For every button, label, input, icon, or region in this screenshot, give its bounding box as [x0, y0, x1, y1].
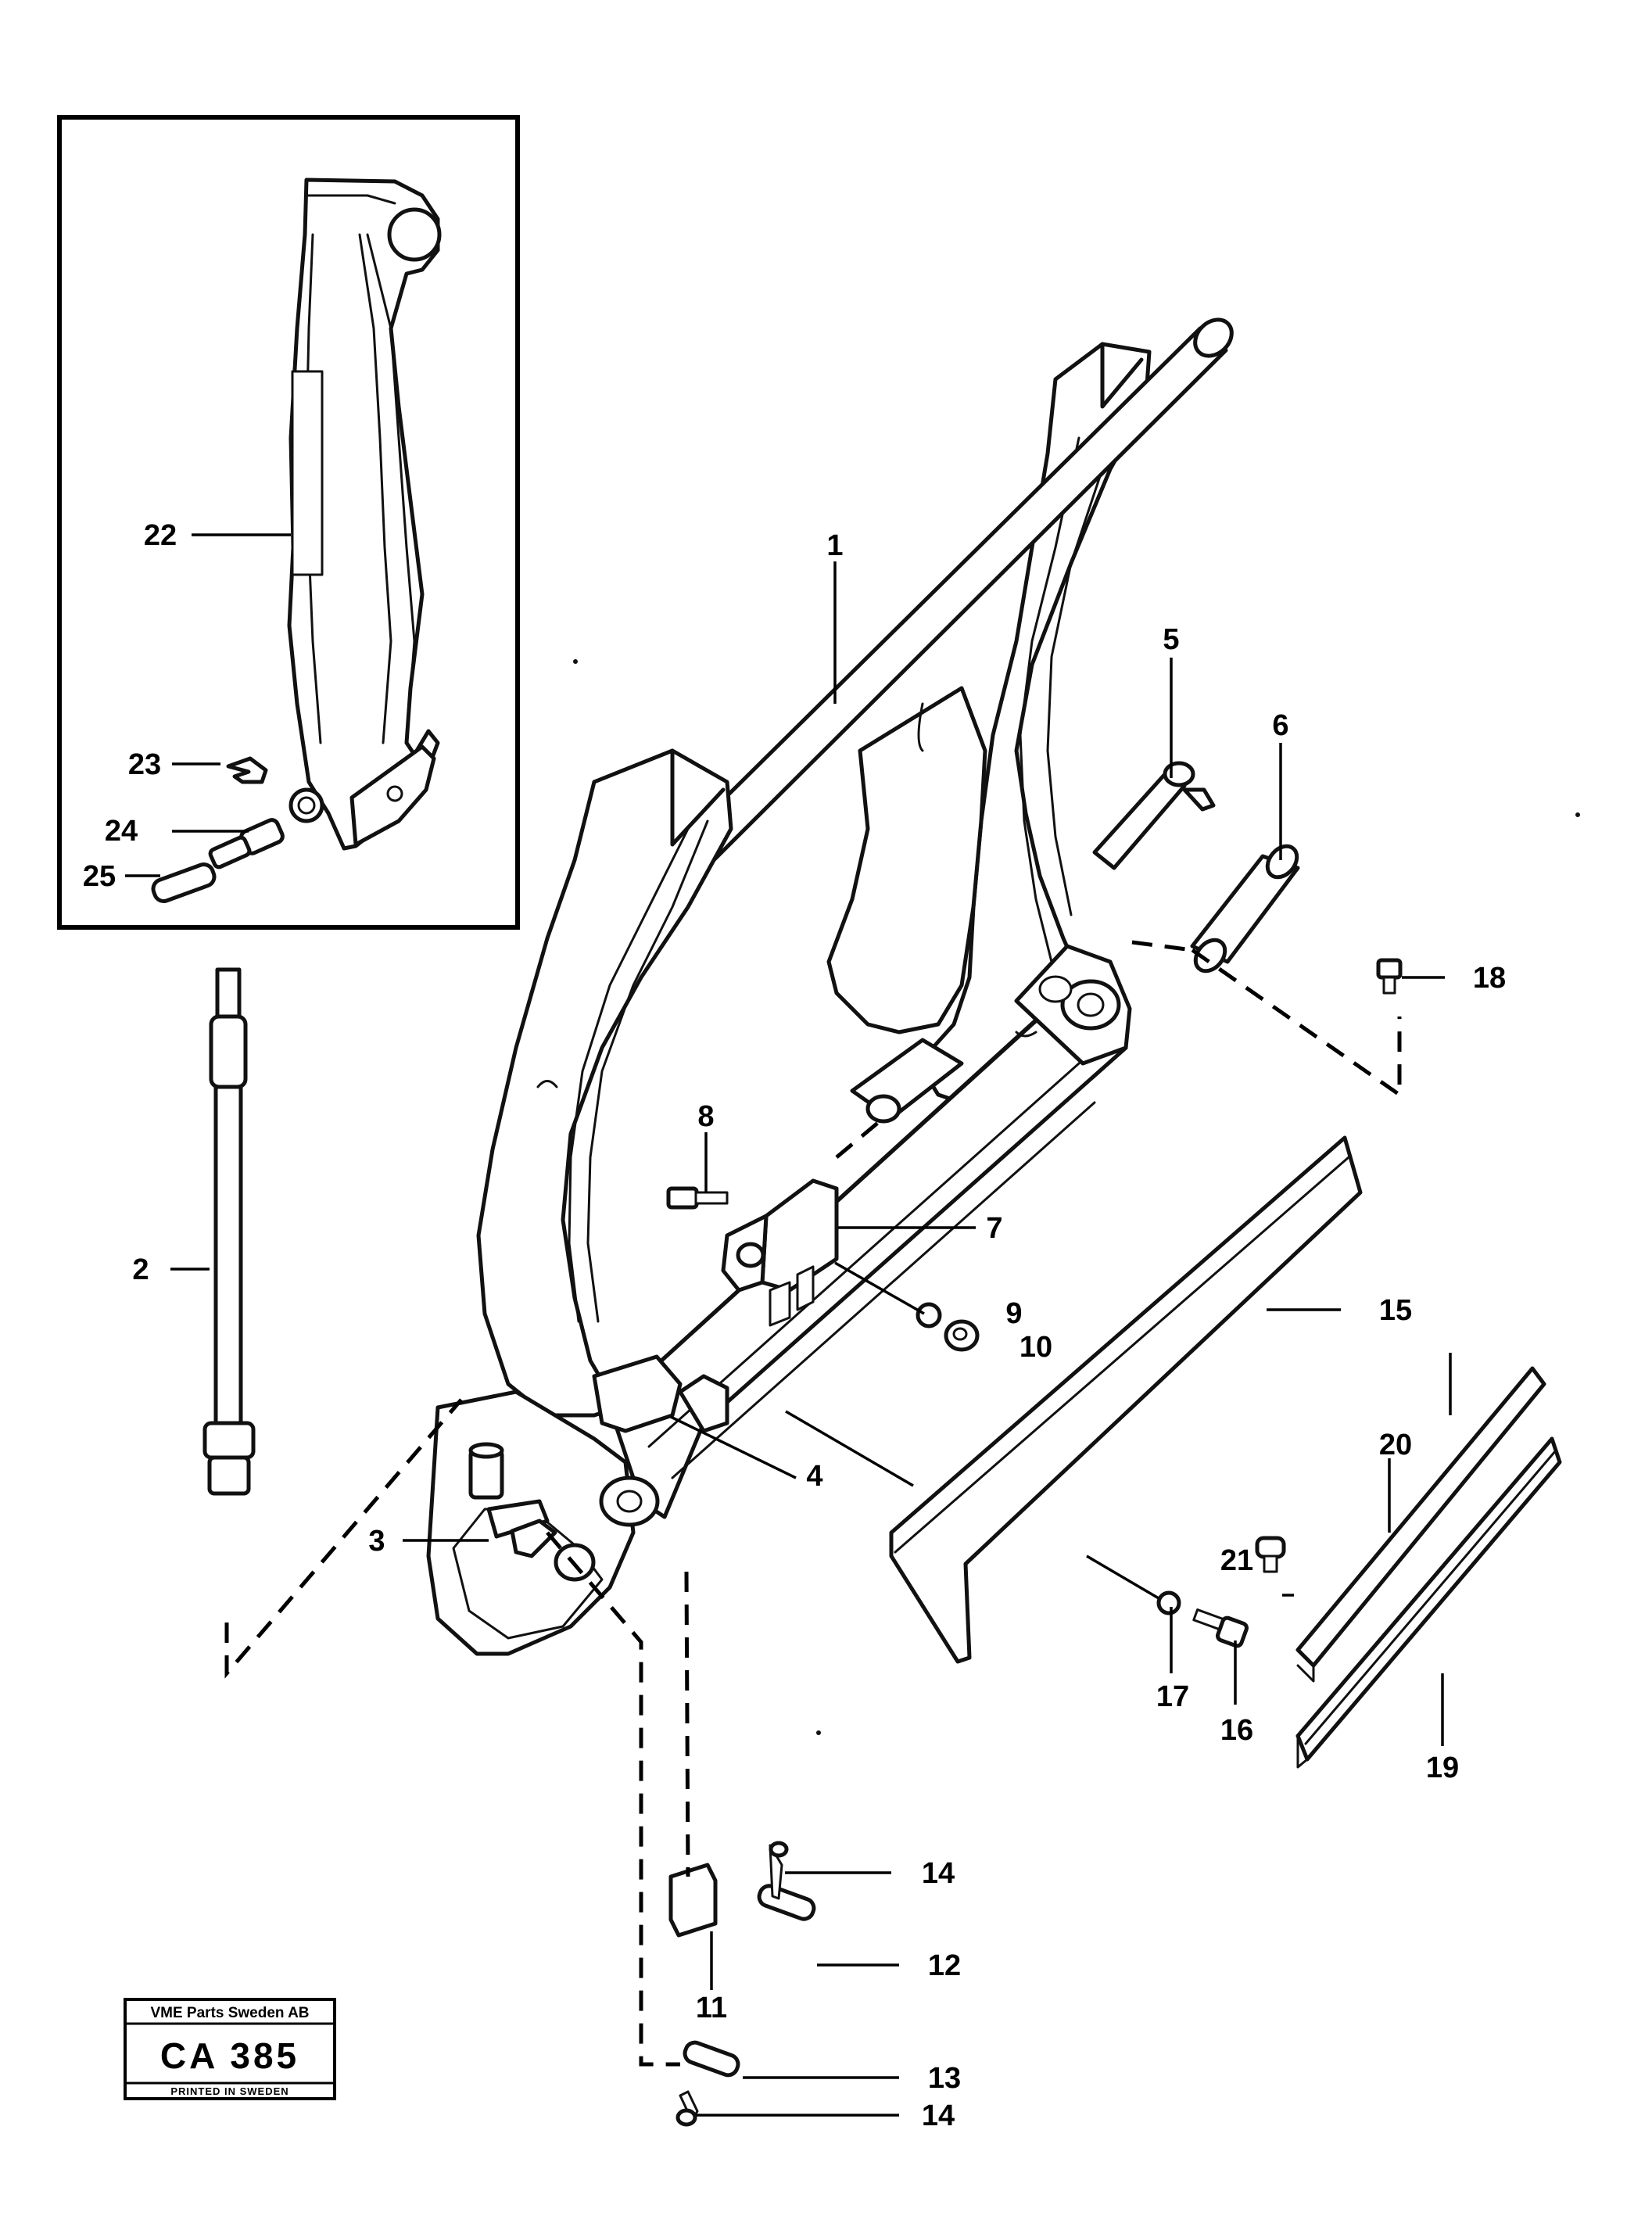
bracket-part-7: [721, 1178, 839, 1327]
washer-part-9: [916, 1302, 942, 1329]
callout-3: 3: [368, 1525, 385, 1558]
front-mount-plate: [426, 1354, 729, 1656]
callout-14-bottom: 14: [922, 2099, 955, 2132]
main-frame-drawing: [202, 317, 1580, 2127]
roller-part-6: [1190, 844, 1300, 974]
callout-5: 5: [1163, 623, 1179, 656]
splitpin-part-14a: [769, 1841, 789, 1900]
callout-15: 15: [1379, 1294, 1412, 1327]
pin-part-24: [208, 818, 285, 870]
shaft-part-5: [1092, 761, 1216, 870]
callout-2: 2: [132, 1253, 149, 1286]
callout-labels: 1 2 3 4 5 6 7 8 9 10 11 12 13 14 14 15 1…: [83, 519, 1506, 2132]
pin-part-25: [151, 862, 217, 903]
assembly-dashed-lines: [224, 940, 1402, 2067]
callout-24: 24: [105, 815, 138, 848]
splitpin-part-14b: [675, 2090, 699, 2127]
pin-part-13: [683, 2040, 740, 2078]
callout-6: 6: [1272, 709, 1288, 742]
strip-part-20: [1295, 1366, 1546, 1683]
callout-16: 16: [1220, 1714, 1253, 1747]
bolt-part-16: [1192, 1608, 1249, 1648]
callout-9: 9: [1005, 1297, 1022, 1330]
callout-13: 13: [928, 2062, 961, 2095]
callout-22: 22: [144, 519, 177, 552]
callout-17: 17: [1156, 1680, 1189, 1713]
nipple-part-18: [1376, 958, 1403, 995]
callout-7: 7: [986, 1212, 1002, 1245]
stamp-company-name: VME Parts Sweden AB: [150, 2005, 309, 2021]
callout-1: 1: [826, 529, 843, 562]
catalogue-stamp: VME Parts Sweden AB CA 385 PRINTED IN SW…: [124, 1998, 336, 2100]
callout-11: 11: [696, 1992, 727, 2024]
stamp-printed-note: PRINTED IN SWEDEN: [170, 2085, 288, 2097]
callout-20: 20: [1379, 1429, 1412, 1461]
clip-part-23: [226, 756, 268, 784]
callout-14-top: 14: [922, 1857, 955, 1890]
washer-part-17: [1156, 1590, 1181, 1615]
inset-arm-drawing: [287, 177, 442, 851]
blade-part-15: [889, 1135, 1363, 1664]
callout-8: 8: [697, 1100, 714, 1133]
callout-21: 21: [1220, 1544, 1253, 1577]
inset-bushing: [288, 787, 324, 823]
stamp-catalogue-code: CA 385: [160, 2035, 299, 2076]
edge-part-19: [1295, 1436, 1562, 1769]
inset-detail: [57, 115, 520, 930]
callout-10: 10: [1020, 1331, 1052, 1364]
callout-19: 19: [1426, 1752, 1459, 1784]
callout-18: 18: [1473, 962, 1506, 995]
callout-25: 25: [83, 860, 116, 893]
callout-12: 12: [928, 1949, 961, 1982]
nut-part-10: [944, 1319, 980, 1352]
pin-part-2: [202, 967, 256, 1496]
callout-leaders: [170, 561, 1452, 2117]
bolt-part-8: [666, 1186, 729, 1210]
pin-part-12: [757, 1884, 816, 1921]
bolt-part-21: [1255, 1536, 1286, 1573]
callout-4: 4: [806, 1460, 822, 1493]
callout-23: 23: [128, 748, 161, 781]
plate-part-11: [668, 1863, 718, 1938]
